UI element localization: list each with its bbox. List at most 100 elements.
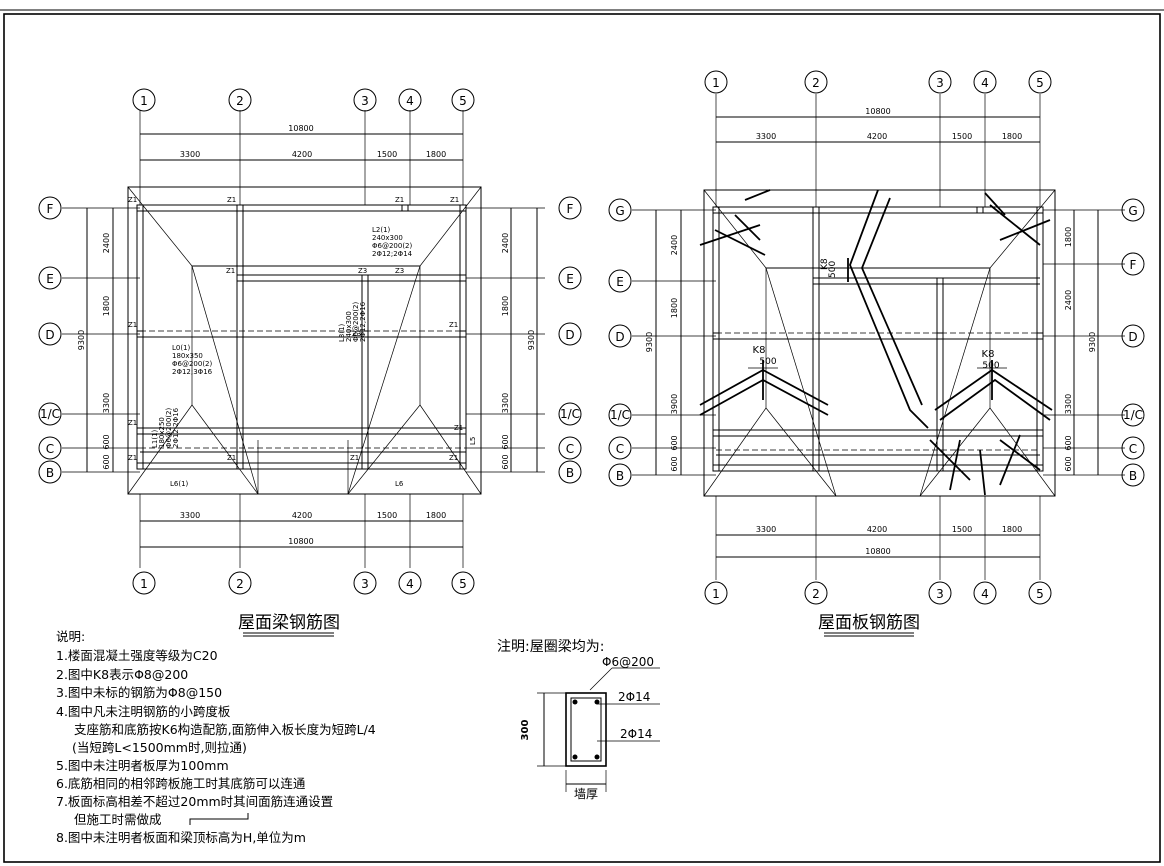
note-item: 支座筋和底筋按K6构造配筋,面筋伸入板长度为短跨L/4 — [74, 722, 376, 737]
note-item: (当短跨L<1500mm时,则拉通) — [72, 740, 247, 755]
svg-text:B: B — [1129, 469, 1137, 483]
column-z1 — [459, 462, 467, 470]
note-item: 5.图中未注明者板厚为100mm — [56, 758, 229, 773]
svg-text:K8: K8 — [982, 349, 995, 360]
svg-text:Z1: Z1 — [449, 454, 458, 462]
top-axis-bubbles: 1 2 3 4 5 — [132, 88, 475, 112]
svg-text:10800: 10800 — [288, 537, 313, 546]
svg-text:300: 300 — [520, 720, 531, 741]
svg-text:L3(1): L3(1) — [338, 323, 346, 342]
svg-text:600: 600 — [501, 454, 510, 469]
svg-text:1800: 1800 — [426, 511, 446, 520]
svg-text:2400: 2400 — [501, 233, 510, 253]
left-plan-title: 屋面梁钢筋图 — [238, 613, 340, 633]
svg-text:1500: 1500 — [377, 511, 397, 520]
svg-text:L1(1): L1(1) — [151, 429, 159, 448]
svg-text:G: G — [615, 204, 624, 218]
column-z1 — [401, 204, 409, 212]
svg-text:3900: 3900 — [670, 394, 679, 414]
svg-text:500: 500 — [982, 361, 999, 371]
beam-l6-label: L6 — [395, 480, 404, 488]
svg-text:2Φ12;2Φ16: 2Φ12;2Φ16 — [172, 407, 180, 448]
svg-text:Z3: Z3 — [358, 267, 367, 275]
svg-text:4: 4 — [406, 94, 414, 108]
svg-text:180x350: 180x350 — [172, 352, 203, 360]
svg-text:1: 1 — [712, 76, 720, 90]
svg-text:Z1: Z1 — [227, 196, 236, 204]
svg-text:G: G — [1128, 204, 1137, 218]
svg-text:Z1: Z1 — [227, 454, 236, 462]
svg-text:5: 5 — [459, 94, 467, 108]
svg-text:180x250: 180x250 — [158, 417, 166, 448]
svg-text:2: 2 — [236, 94, 244, 108]
svg-text:Z1: Z1 — [226, 267, 235, 275]
svg-text:2Φ14: 2Φ14 — [620, 727, 652, 741]
svg-text:1: 1 — [140, 94, 148, 108]
right-dimensions: 9300 2400 1800 3300 600 600 — [466, 207, 545, 473]
roof-hip-lines — [127, 186, 482, 495]
svg-text:C: C — [566, 442, 574, 456]
svg-text:Z1: Z1 — [128, 196, 137, 204]
svg-text:K8: K8 — [753, 345, 766, 356]
svg-text:Z1: Z1 — [128, 419, 137, 427]
beam-lines — [136, 204, 467, 470]
svg-text:4: 4 — [981, 76, 989, 90]
svg-text:3: 3 — [936, 76, 944, 90]
right-dimensions: 9300 1800 2400 3300 600 600 — [1043, 209, 1125, 476]
svg-text:D: D — [615, 330, 624, 344]
svg-text:4200: 4200 — [292, 511, 312, 520]
svg-text:Φ6@200(2): Φ6@200(2) — [372, 242, 413, 250]
svg-text:3: 3 — [936, 587, 944, 601]
svg-text:Z3: Z3 — [352, 330, 361, 338]
svg-text:1500: 1500 — [952, 525, 972, 534]
left-axis-bubbles: G E D 1/C C B — [608, 198, 632, 487]
svg-text:Z1: Z1 — [128, 321, 137, 329]
svg-text:1800: 1800 — [1064, 227, 1073, 247]
svg-text:D: D — [565, 328, 574, 342]
svg-text:Φ6@200(2): Φ6@200(2) — [352, 301, 360, 342]
svg-text:4200: 4200 — [292, 150, 312, 159]
svg-text:墙厚: 墙厚 — [574, 787, 598, 801]
roof-outline — [703, 189, 1056, 497]
column-z1 — [236, 462, 244, 470]
svg-text:2400: 2400 — [1064, 290, 1073, 310]
column-z1 — [459, 330, 467, 338]
svg-text:1800: 1800 — [426, 150, 446, 159]
svg-text:F: F — [1130, 258, 1137, 272]
svg-text:L2(1): L2(1) — [372, 226, 391, 234]
svg-text:1500: 1500 — [377, 150, 397, 159]
svg-text:500: 500 — [759, 357, 776, 367]
svg-text:B: B — [566, 466, 574, 480]
beam-l3-label: L3(1) 240x300 Φ6@200(2) 2Φ12;2Φ16 — [338, 301, 367, 342]
svg-text:2Φ12;2Φ16: 2Φ12;2Φ16 — [359, 301, 367, 342]
svg-text:Z3: Z3 — [395, 267, 404, 275]
roof-slab-plan: K8 500 K8 500 K8 500 10800 3300 4200 150… — [608, 70, 1145, 637]
svg-text:2Φ12;3Φ16: 2Φ12;3Φ16 — [172, 368, 213, 376]
note-item: 8.图中未注明者板面和梁顶标高为H,单位为m — [56, 830, 306, 845]
svg-text:240x300: 240x300 — [345, 311, 353, 342]
note-item: 2.图中K8表示Φ8@200 — [56, 667, 188, 682]
svg-text:500: 500 — [828, 261, 838, 278]
svg-text:F: F — [47, 202, 54, 216]
column-z1 — [136, 427, 144, 435]
column-labels: Z1 Z1 Z1 Z1 Z1 Z3 Z3 Z1 Z3 Z1 Z1 Z1 Z1 Z… — [128, 196, 463, 462]
beam-section-outline — [565, 692, 607, 767]
roof-outline — [127, 186, 482, 495]
svg-text:9300: 9300 — [527, 330, 536, 350]
bottom-dimensions: 3300 4200 1500 1800 10800 — [139, 494, 464, 568]
svg-text:C: C — [616, 442, 624, 456]
svg-text:3: 3 — [361, 577, 369, 591]
right-axis-bubbles: G F D 1/C C B — [1121, 198, 1145, 487]
note-item: 7.板面标高相差不超过20mm时其间面筋连通设置 — [56, 794, 333, 809]
svg-text:1/C: 1/C — [560, 407, 580, 421]
svg-text:E: E — [566, 272, 574, 286]
svg-text:3300: 3300 — [756, 132, 776, 141]
svg-text:L0(1): L0(1) — [172, 344, 191, 352]
svg-text:5: 5 — [1036, 587, 1044, 601]
svg-text:C: C — [46, 442, 54, 456]
beam-l5-label: L5 — [469, 437, 477, 445]
svg-text:1500: 1500 — [952, 132, 972, 141]
svg-text:600: 600 — [102, 434, 111, 449]
svg-text:Z1: Z1 — [395, 196, 404, 204]
